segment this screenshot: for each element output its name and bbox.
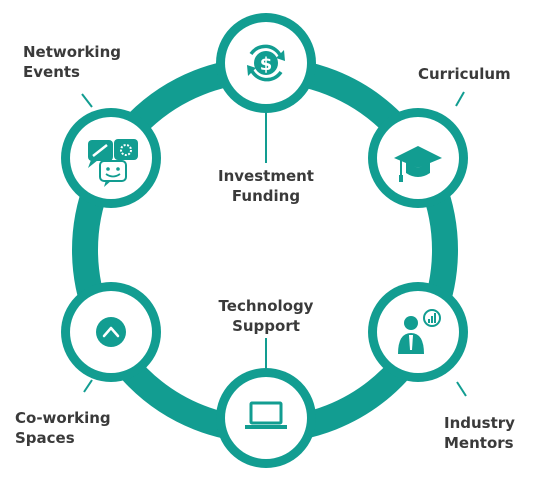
label-curriculum: Curriculum [418,64,511,84]
connector-mentors [456,381,467,397]
node-curriculum [368,108,468,208]
chat-bubbles-icon [88,139,138,187]
node-technology [216,368,316,468]
node-investment: $ [216,13,316,113]
node-coworking [61,282,161,382]
label-networking: Networking Events [23,42,121,82]
dollar-cycle-icon: $ [247,44,285,82]
label-coworking: Co-working Spaces [15,408,111,448]
label-technology: Technology Support [210,296,322,336]
label-mentors-line-1: Industry [444,414,515,432]
connector-networking [81,93,93,108]
node-mentors [368,282,468,382]
label-coworking-line-1: Co-working [15,409,111,427]
label-networking-line-2: Events [23,63,80,81]
label-curriculum-line-1: Curriculum [418,65,511,83]
label-networking-line-1: Networking [23,43,121,61]
mentor-chart-icon [398,309,441,354]
node-networking [61,108,161,208]
graduation-cap-icon [394,146,442,182]
label-mentors: Industry Mentors [444,413,515,453]
label-mentors-line-2: Mentors [444,434,514,452]
label-technology-line-2: Support [232,317,300,335]
connector-curriculum [455,91,465,107]
svg-text:$: $ [260,54,273,75]
label-investment: Investment Funding [216,166,316,206]
label-coworking-line-2: Spaces [15,429,75,447]
connector-coworking [83,379,93,393]
laptop-icon [245,401,287,429]
label-technology-line-1: Technology [218,297,314,315]
label-investment-line-2: Funding [231,187,301,205]
power-button-icon [96,317,126,347]
label-investment-line-1: Investment [218,167,314,185]
